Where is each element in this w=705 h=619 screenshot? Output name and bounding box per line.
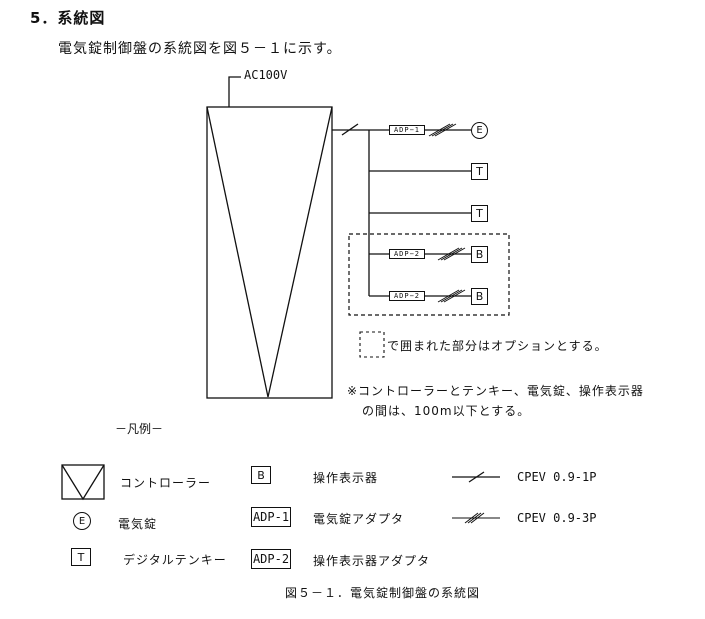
legend-single-slash-line [452,471,500,483]
adapter-adp2: ADP−2 [389,249,425,259]
legend-adp1-symbol: ADP-1 [251,507,291,527]
digital-keypad-symbol: T [471,163,488,180]
trunk-lines [332,123,471,297]
operation-display-symbol: B [471,288,488,305]
operation-display-symbol: B [471,246,488,263]
controller-symbol [206,106,333,399]
power-label: AC100V [244,68,288,82]
digital-keypad-symbol: T [471,205,488,222]
optional-region [348,233,510,316]
legend-label-electric-lock: 電気錠 [118,517,158,531]
legend-triple-slash-line [452,512,500,524]
power-feed-line [228,76,241,107]
legend-label-controller: コントローラー [120,476,212,490]
legend-operation-display-symbol: B [251,466,271,484]
triple-slash-marks [428,123,466,303]
legend-digital-keypad-symbol: T [71,548,91,566]
section-intro: 電気錠制御盤の系統図を図５－１に示す。 [58,41,342,57]
legend-adp2-symbol: ADP-2 [251,549,291,569]
legend-controller-symbol [61,464,105,501]
legend-title: －凡例－ [115,422,164,436]
adapter-adp2: ADP−2 [389,291,425,301]
adapter-adp1: ADP−1 [389,125,425,135]
distance-note-line2: の間は、100m以下とする。 [362,404,531,418]
option-legend-box [359,331,385,358]
option-note: で囲まれた部分はオプションとする。 [387,339,608,353]
legend-label-operation-display: 操作表示器 [313,471,379,485]
legend-label-digital-keypad: デジタルテンキー [123,553,227,567]
legend-electric-lock-symbol: E [73,512,91,530]
legend-label-adp2: 操作表示器アダプタ [313,554,431,568]
distance-note-line1: ※コントローラーとテンキー、電気錠、操作表示器 [347,384,644,398]
section-heading: 5．系統図 [30,9,106,27]
figure-caption: 図５－１．電気錠制御盤の系統図 [285,586,481,600]
legend-label-cable-3p: CPEV 0.9-3P [517,511,597,525]
legend-label-adp1: 電気錠アダプタ [313,512,405,526]
electric-lock-symbol: E [471,122,488,139]
legend-label-cable-1p: CPEV 0.9-1P [517,470,597,484]
